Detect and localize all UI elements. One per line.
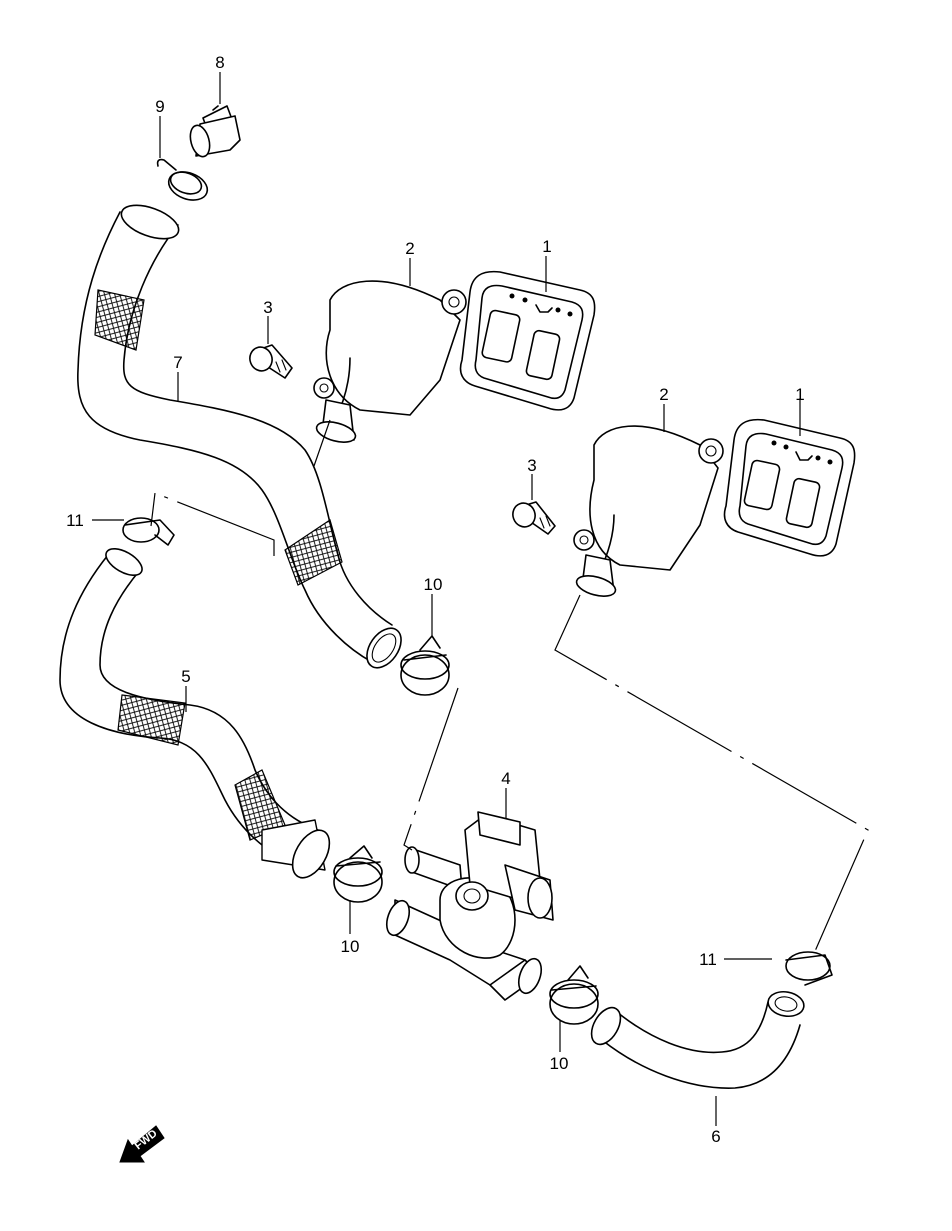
clamp-part-10-a	[400, 635, 450, 696]
connector-part-8	[189, 105, 241, 158]
cover-part-2-upper	[313, 280, 467, 443]
clamp-part-10-b	[333, 845, 383, 903]
reed-valve-part-1-upper	[459, 270, 596, 411]
clamp-part-11-a	[122, 517, 175, 546]
callout-9: 9	[155, 97, 164, 116]
clamp-part-10-c	[549, 965, 599, 1025]
callout-1-upper: 1	[542, 237, 551, 256]
callout-6: 6	[711, 1127, 720, 1146]
callout-2-upper: 2	[405, 239, 414, 258]
callout-2-lower: 2	[659, 385, 668, 404]
callout-4: 4	[501, 769, 510, 788]
callout-10-a: 10	[424, 575, 443, 594]
hose-part-5	[59, 547, 331, 879]
fwd-arrow-icon: FWD	[119, 1125, 165, 1163]
bolt-part-3-upper	[249, 344, 293, 379]
callout-11-b: 11	[699, 950, 717, 969]
callout-7: 7	[173, 353, 182, 372]
callout-10-b: 10	[341, 937, 360, 956]
control-valve-part-4	[385, 811, 554, 1001]
callout-3-upper: 3	[263, 298, 272, 317]
callout-3-lower: 3	[527, 456, 536, 475]
callout-10-c: 10	[550, 1054, 569, 1073]
cover-part-2-lower	[573, 425, 724, 597]
hose-part-6	[590, 990, 805, 1089]
hose-part-7	[77, 204, 402, 669]
reed-valve-part-1-lower	[723, 418, 856, 557]
callout-5: 5	[181, 667, 190, 686]
bolt-part-3-lower	[512, 501, 556, 535]
callout-11-a: 11	[66, 511, 84, 530]
callout-1-lower: 1	[795, 385, 804, 404]
clip-part-9	[156, 158, 209, 201]
connection-lines	[150, 419, 869, 959]
callout-8: 8	[215, 53, 224, 72]
callout-labels: 8 9 2 1 3 7 2 1 3 11 10 5 4 10 11 10 6	[66, 53, 805, 1146]
clamp-part-11-b	[785, 951, 833, 986]
